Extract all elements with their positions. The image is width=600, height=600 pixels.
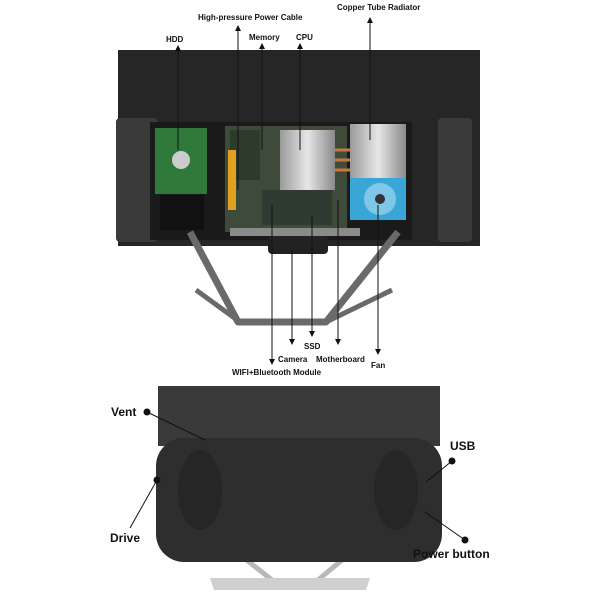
- label-wifi: WIFI+Bluetooth Module: [232, 368, 322, 377]
- label-motherboard: Motherboard: [316, 355, 365, 364]
- open-all-in-one-device: [116, 50, 480, 326]
- label-power-cable: High-pressure Power Cable: [198, 13, 303, 22]
- copper-tube-radiator: [350, 124, 406, 186]
- rear-view-device: [156, 386, 442, 590]
- label-usb: USB: [450, 439, 476, 453]
- label-hdd: HDD: [166, 35, 184, 44]
- stand: [186, 229, 401, 326]
- leader-lines-top: [175, 17, 381, 365]
- hdd: [155, 128, 207, 230]
- label-power-button: Power button: [413, 547, 490, 561]
- leader-lines-bottom: [129, 408, 469, 544]
- cpu-cooler: [280, 130, 335, 190]
- label-fan: Fan: [371, 361, 386, 370]
- label-drive: Drive: [110, 531, 141, 545]
- label-vent: Vent: [111, 405, 137, 419]
- label-camera: Camera: [278, 355, 308, 364]
- label-cpu: CPU: [296, 33, 313, 42]
- label-memory: Memory: [249, 33, 280, 42]
- label-ssd: SSD: [304, 342, 321, 351]
- label-radiator: Copper Tube Radiator: [337, 3, 421, 12]
